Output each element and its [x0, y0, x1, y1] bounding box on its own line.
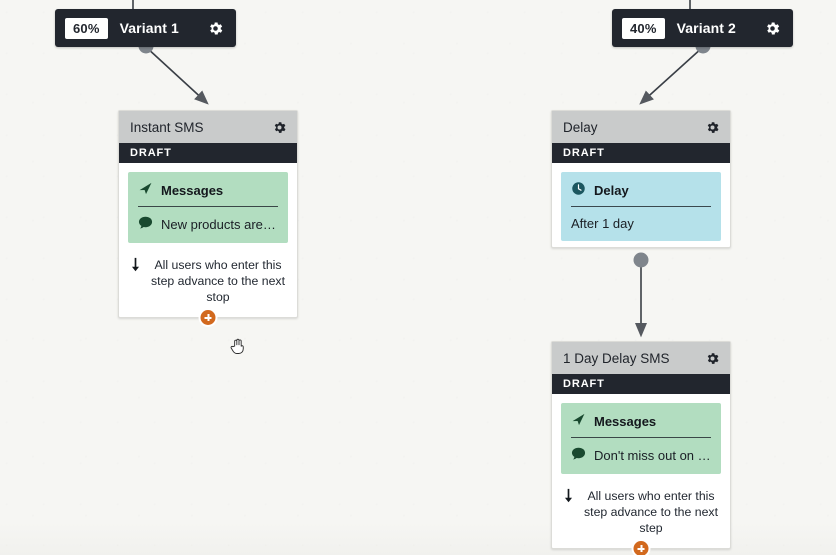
edge-variant1-to-instant-sms: [145, 46, 209, 105]
edge-source-dot-delay: [633, 252, 649, 268]
message-preview-text: New products are h...: [161, 217, 278, 232]
card-body: Messages New products are h...: [119, 163, 297, 249]
message-panel[interactable]: Messages New products are h...: [128, 172, 288, 243]
speech-bubble-icon: [571, 447, 586, 464]
card-footer-text: All users who enter this step advance to…: [151, 258, 285, 304]
step-card-delay[interactable]: Delay DRAFT Delay: [551, 110, 731, 248]
arrow-down-icon: [562, 488, 575, 508]
variant-2-percent-badge: 40%: [622, 17, 665, 39]
delay-value-row: After 1 day: [571, 216, 711, 231]
panel-title: Delay: [594, 182, 629, 198]
delay-panel[interactable]: Delay After 1 day: [561, 172, 721, 241]
status-badge: DRAFT: [119, 143, 297, 163]
arrow-down-icon: [129, 257, 142, 277]
gear-icon[interactable]: [272, 120, 287, 135]
card-footer: All users who enter this step advance to…: [119, 249, 297, 317]
edge-variant2-to-delay: [639, 46, 704, 105]
card-body: Delay After 1 day: [552, 163, 730, 247]
variant-1-percent-badge: 60%: [65, 17, 108, 39]
message-preview-row: Don't miss out on th...: [571, 447, 711, 464]
message-preview-row: New products are h...: [138, 216, 278, 233]
status-badge: DRAFT: [552, 143, 730, 163]
card-footer-text: All users who enter this step advance to…: [584, 489, 718, 535]
delay-value-text: After 1 day: [571, 216, 634, 231]
step-card-instant-sms[interactable]: Instant SMS DRAFT Messages: [118, 110, 298, 325]
variant-node-2[interactable]: 40% Variant 2: [612, 9, 793, 47]
panel-heading: Messages: [571, 412, 711, 437]
card-title: 1 Day Delay SMS: [563, 350, 670, 366]
grab-hand-cursor: [228, 336, 248, 356]
card-title: Instant SMS: [130, 119, 204, 135]
card-footer: All users who enter this step advance to…: [552, 480, 730, 548]
status-badge: DRAFT: [552, 374, 730, 394]
divider: [571, 206, 711, 207]
add-step-button[interactable]: [200, 310, 216, 325]
gear-icon[interactable]: [705, 120, 720, 135]
variant-1-label: Variant 1: [119, 20, 179, 36]
card-title: Delay: [563, 119, 598, 135]
gear-icon[interactable]: [705, 351, 720, 366]
panel-heading: Messages: [138, 181, 278, 206]
divider: [571, 437, 711, 438]
speech-bubble-icon: [138, 216, 153, 233]
paper-plane-icon: [571, 412, 586, 430]
gear-icon[interactable]: [207, 20, 224, 37]
add-step-button[interactable]: [633, 541, 649, 555]
gear-icon[interactable]: [764, 20, 781, 37]
card-header: Instant SMS: [119, 111, 297, 143]
panel-heading: Delay: [571, 181, 711, 206]
card-header: Delay: [552, 111, 730, 143]
step-card-one-day-delay-sms[interactable]: 1 Day Delay SMS DRAFT Messages: [551, 341, 731, 555]
card-body: Messages Don't miss out on th...: [552, 394, 730, 480]
card-header: 1 Day Delay SMS: [552, 342, 730, 374]
clock-icon: [571, 181, 586, 199]
message-preview-text: Don't miss out on th...: [594, 448, 711, 463]
panel-title: Messages: [161, 182, 224, 198]
panel-title: Messages: [594, 413, 657, 429]
paper-plane-icon: [138, 181, 153, 199]
message-panel[interactable]: Messages Don't miss out on th...: [561, 403, 721, 474]
variant-2-label: Variant 2: [676, 20, 736, 36]
divider: [138, 206, 278, 207]
variant-node-1[interactable]: 60% Variant 1: [55, 9, 236, 47]
